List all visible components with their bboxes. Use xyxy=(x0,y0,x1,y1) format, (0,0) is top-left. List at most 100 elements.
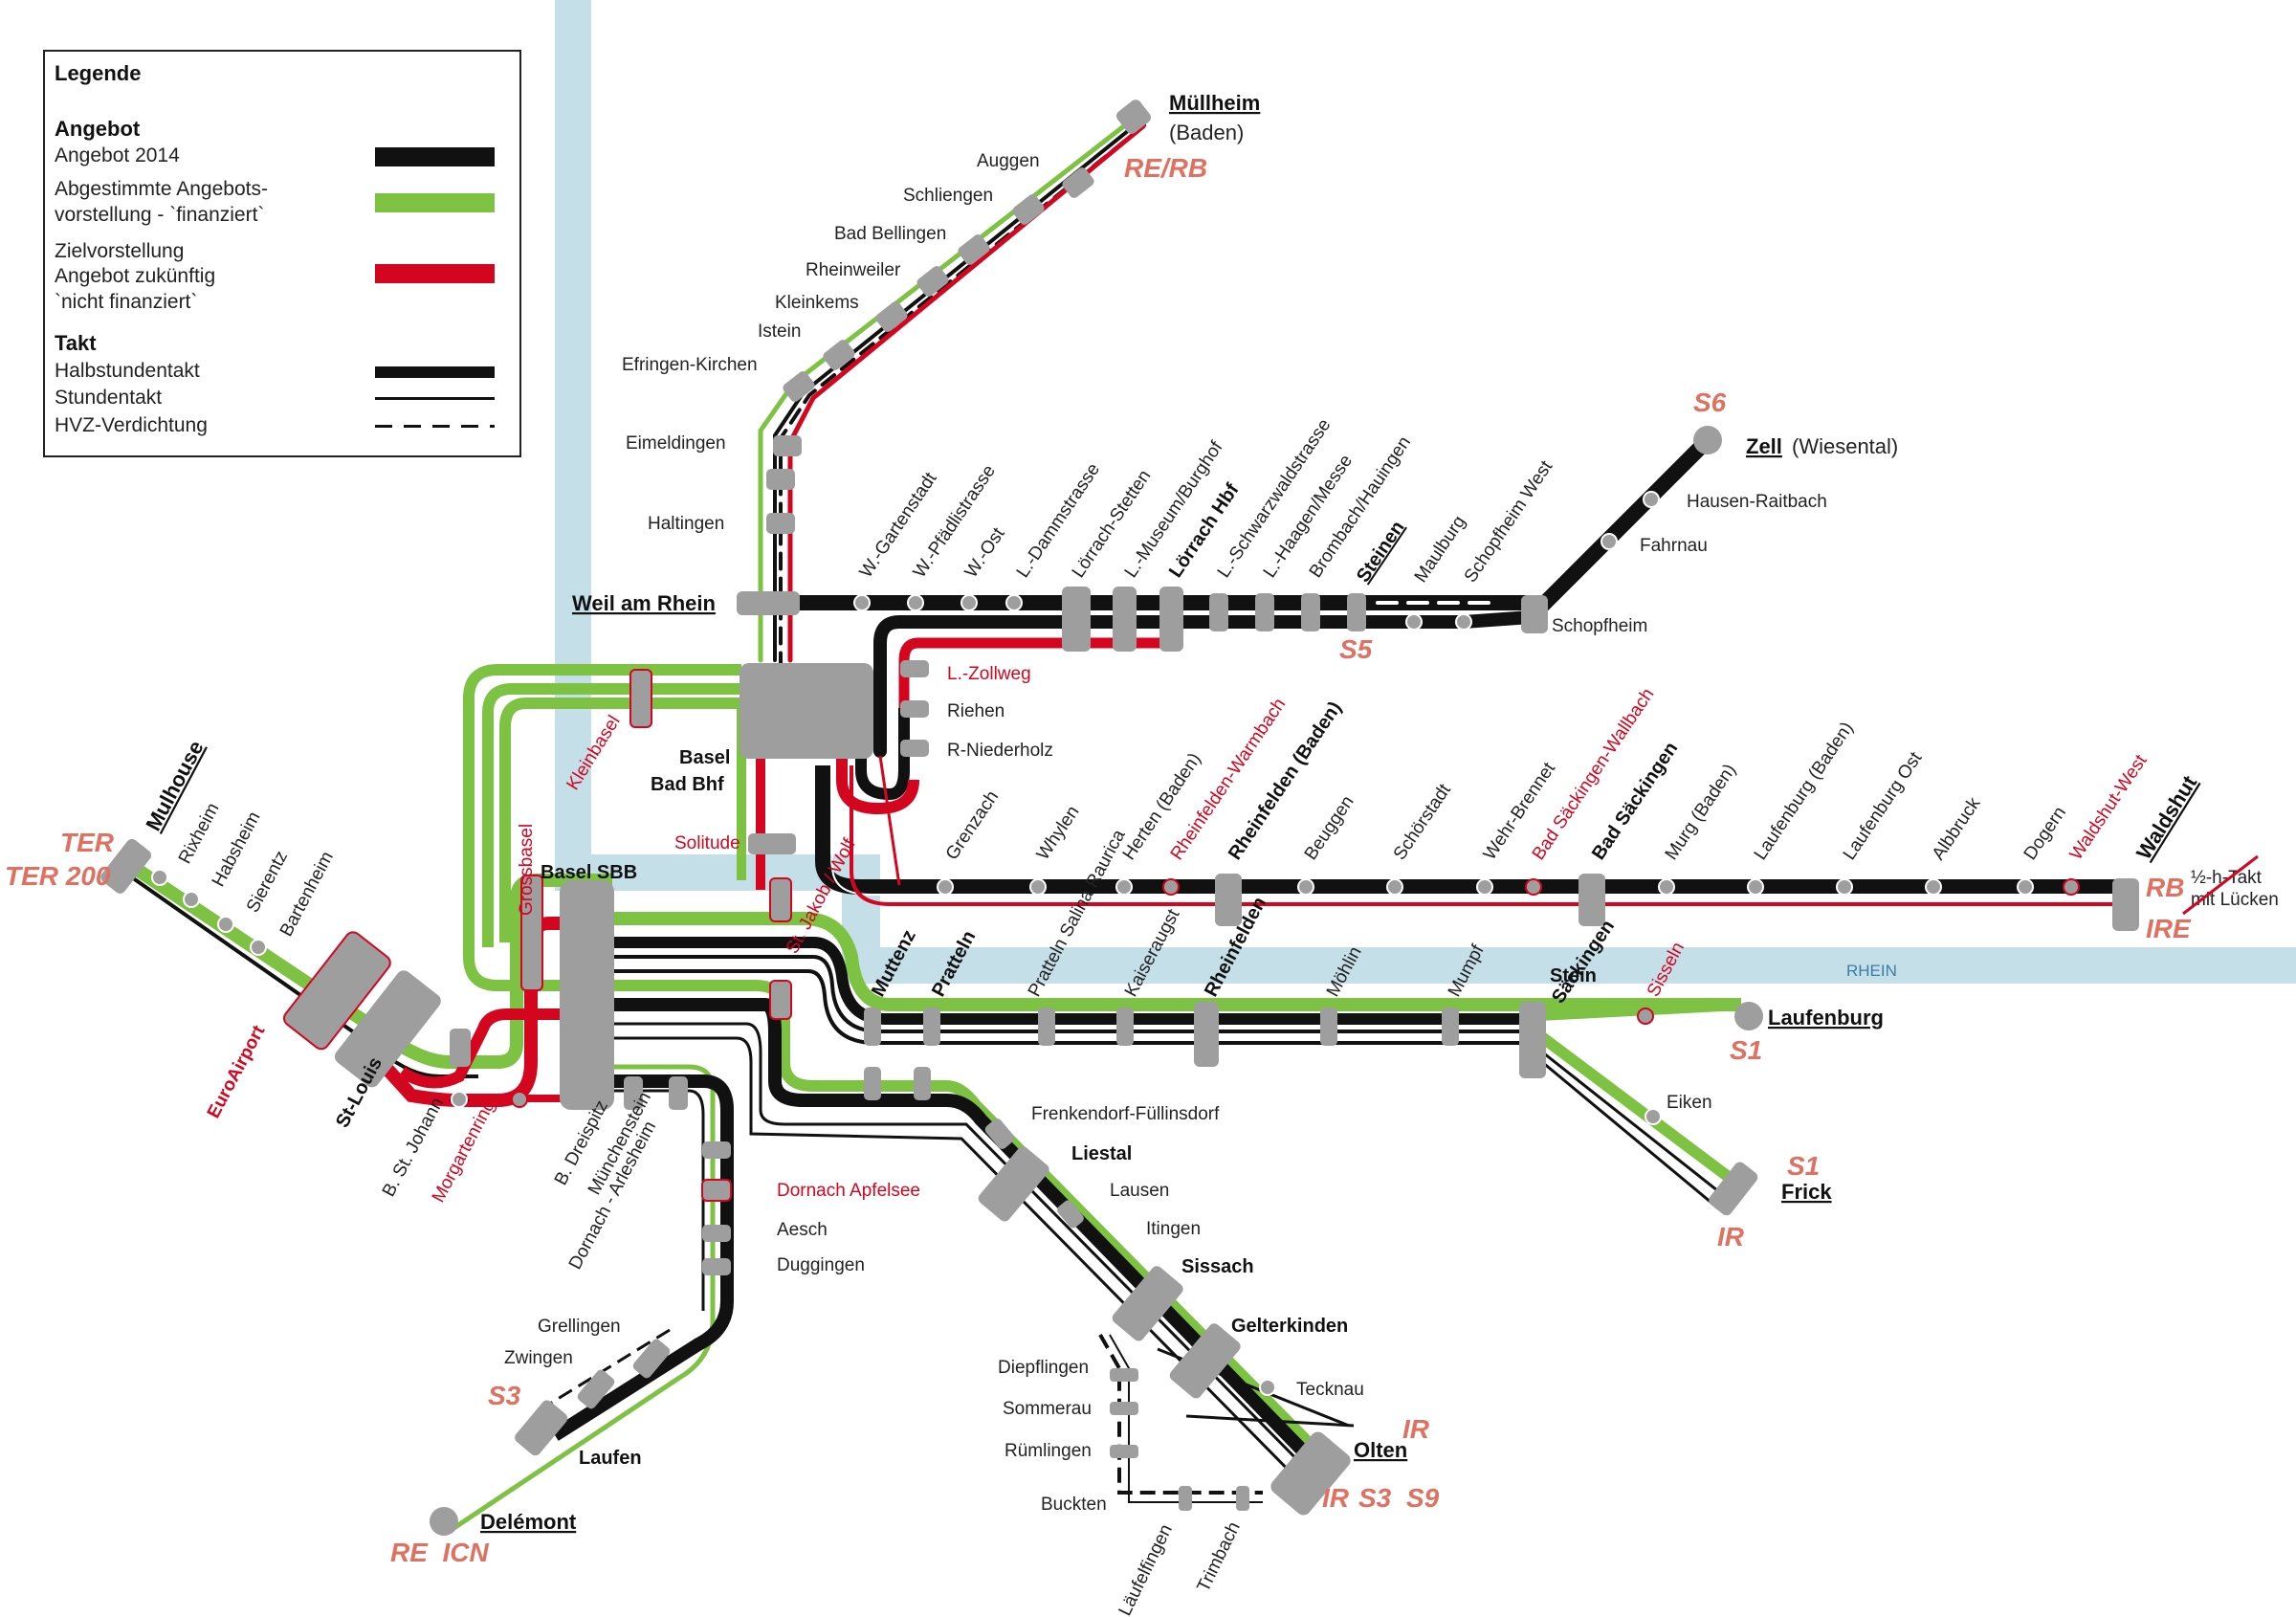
svg-text:Schörstadt: Schörstadt xyxy=(1390,780,1456,864)
svg-text:EuroAirport: EuroAirport xyxy=(204,1022,270,1122)
label-olten: Olten xyxy=(1354,1438,1407,1462)
svg-text:Istein: Istein xyxy=(758,321,801,342)
label-muellheim-sub: (Baden) xyxy=(1169,121,1244,144)
svg-text:Grenzach: Grenzach xyxy=(942,787,1003,864)
legend-title: Legende xyxy=(55,61,142,85)
svg-text:Kleinkems: Kleinkems xyxy=(775,293,859,313)
label-weil: Weil am Rhein xyxy=(572,591,716,615)
svg-text:Fahrnau: Fahrnau xyxy=(1640,536,1708,556)
legend-angebot-heading: Angebot xyxy=(55,117,141,141)
svg-text:Grellingen: Grellingen xyxy=(538,1317,621,1337)
label-laufenburg: Laufenburg xyxy=(1768,1006,1884,1030)
svg-text:Murg (Baden): Murg (Baden) xyxy=(1662,761,1740,864)
svg-text:Liestal: Liestal xyxy=(1071,1143,1132,1164)
svg-text:Sommerau: Sommerau xyxy=(1003,1399,1092,1419)
svg-text:Whylen: Whylen xyxy=(1033,803,1084,864)
labels-ergolz: Frenkendorf-Füllinsdorf Liestal Lausen I… xyxy=(1031,1104,1364,1400)
legend-ziel-3: `nicht finanziert` xyxy=(55,291,198,313)
legend-hvz: HVZ-Verdichtung xyxy=(55,414,208,436)
line-label-s1-frick: S1 xyxy=(1787,1151,1820,1181)
legend-angebot-2014: Angebot 2014 xyxy=(55,144,180,166)
label-muellheim: Müllheim xyxy=(1169,91,1260,115)
svg-text:Schopfheim West: Schopfheim West xyxy=(1461,456,1557,586)
line-laufental xyxy=(448,1064,734,1534)
note-halbstundentakt-1: ½-h-Takt xyxy=(2191,868,2263,888)
svg-text:Laufen: Laufen xyxy=(579,1448,642,1469)
line-riehen-loop xyxy=(836,708,919,815)
svg-text:Dogern: Dogern xyxy=(2020,803,2070,863)
line-label-s3-olten: S3 xyxy=(1358,1483,1392,1513)
label-basel-sbb: Basel SBB xyxy=(541,862,637,883)
line-label-ir-frick: IR xyxy=(1717,1222,1745,1252)
svg-text:Rixheim: Rixheim xyxy=(175,800,224,867)
legend-abgestimmt-1: Abgestimmte Angebots- xyxy=(55,178,268,200)
svg-text:Laufenburg Ost: Laufenburg Ost xyxy=(1840,748,1927,864)
hub-basel-bad-bhf[interactable] xyxy=(740,663,873,759)
line-label-ire: IRE xyxy=(2146,914,2192,943)
svg-text:Schopfheim: Schopfheim xyxy=(1552,616,1647,636)
line-label-re-icn: RE ICN xyxy=(390,1538,489,1567)
svg-text:Lausen: Lausen xyxy=(1110,1181,1169,1201)
svg-text:Laufenburg (Baden): Laufenburg (Baden) xyxy=(1751,719,1858,864)
svg-text:Eimeldingen: Eimeldingen xyxy=(626,433,726,454)
labels-hauenstein: Diepflingen Sommerau Rümlingen Buckten L… xyxy=(998,1358,1245,1617)
svg-text:R-Niederholz: R-Niederholz xyxy=(947,741,1053,761)
line-label-ter: TER xyxy=(60,828,115,857)
line-label-s6: S6 xyxy=(1693,388,1727,417)
hub-basel-sbb[interactable] xyxy=(560,880,614,1110)
line-label-s9: S9 xyxy=(1406,1483,1440,1513)
svg-text:Schliengen: Schliengen xyxy=(903,186,993,206)
svg-text:Haltingen: Haltingen xyxy=(648,514,724,534)
swatch-halbstunden xyxy=(375,366,495,378)
line-label-ir-olten2: IR xyxy=(1322,1483,1350,1513)
svg-text:Rümlingen: Rümlingen xyxy=(1004,1441,1092,1461)
legend-takt-heading: Takt xyxy=(55,331,97,355)
label-waldshut: Waldshut xyxy=(2131,771,2202,864)
svg-text:Zwingen: Zwingen xyxy=(504,1348,573,1368)
label-zell-sub: (Wiesental) xyxy=(1792,434,1898,458)
svg-text:Hausen-Raitbach: Hausen-Raitbach xyxy=(1687,492,1827,512)
legend-abgestimmt-2: vorstellung - `finanziert` xyxy=(55,204,265,226)
line-wiesental xyxy=(748,432,1715,758)
svg-text:Sierentz: Sierentz xyxy=(243,848,292,916)
svg-text:Diepflingen: Diepflingen xyxy=(998,1358,1089,1378)
svg-text:Sissach: Sissach xyxy=(1181,1256,1254,1277)
line-label-s3-laufen: S3 xyxy=(488,1381,521,1410)
svg-text:Duggingen: Duggingen xyxy=(777,1255,865,1275)
svg-text:Auggen: Auggen xyxy=(977,151,1040,171)
legend-halbstunden: Halbstundentakt xyxy=(55,360,200,382)
svg-text:Albbruck: Albbruck xyxy=(1929,793,1985,863)
stop-dots xyxy=(151,491,2080,1396)
svg-text:L.-Zollweg: L.-Zollweg xyxy=(947,664,1031,684)
svg-text:Frenkendorf-Füllinsdorf: Frenkendorf-Füllinsdorf xyxy=(1031,1104,1220,1124)
svg-text:Itingen: Itingen xyxy=(1146,1219,1201,1239)
svg-text:Stein: Stein xyxy=(1550,965,1597,986)
swatch-finanziert xyxy=(375,193,495,212)
svg-text:Rheinweiler: Rheinweiler xyxy=(806,260,901,280)
svg-text:Bad Bellingen: Bad Bellingen xyxy=(834,224,946,244)
svg-text:Tecknau: Tecknau xyxy=(1296,1380,1364,1400)
note-strike xyxy=(2182,854,2259,916)
legend-ziel-1: Zielvorstellung xyxy=(55,240,185,262)
svg-text:Läufelfingen: Läufelfingen xyxy=(1115,1521,1177,1617)
label-basel-bad-2: Bad Bhf xyxy=(651,774,724,795)
legend-ziel-2: Angebot zukünftig xyxy=(55,265,216,287)
svg-text:Efringen-Kirchen: Efringen-Kirchen xyxy=(622,355,758,375)
line-label-s1-laufenburg: S1 xyxy=(1730,1035,1762,1065)
river-label: RHEIN xyxy=(1846,962,1897,980)
labels-riehen: L.-Zollweg Riehen R-Niederholz xyxy=(947,664,1053,761)
swatch-nicht-finanziert xyxy=(375,264,495,283)
svg-text:Beuggen: Beuggen xyxy=(1301,792,1358,864)
svg-text:Trimbach: Trimbach xyxy=(1194,1518,1245,1595)
svg-text:Buckten: Buckten xyxy=(1041,1495,1107,1515)
line-label-s5: S5 xyxy=(1339,634,1373,664)
line-label-rb: RB xyxy=(2146,873,2184,902)
label-basel-bad-1: Basel xyxy=(679,747,730,768)
swatch-stunden xyxy=(375,397,495,400)
legend-stunden: Stundentakt xyxy=(55,387,163,409)
svg-text:Aesch: Aesch xyxy=(777,1220,828,1240)
swatch-hvz xyxy=(375,425,495,428)
label-delemont: Delémont xyxy=(480,1510,577,1534)
line-label-ir-olten: IR xyxy=(1402,1414,1430,1444)
